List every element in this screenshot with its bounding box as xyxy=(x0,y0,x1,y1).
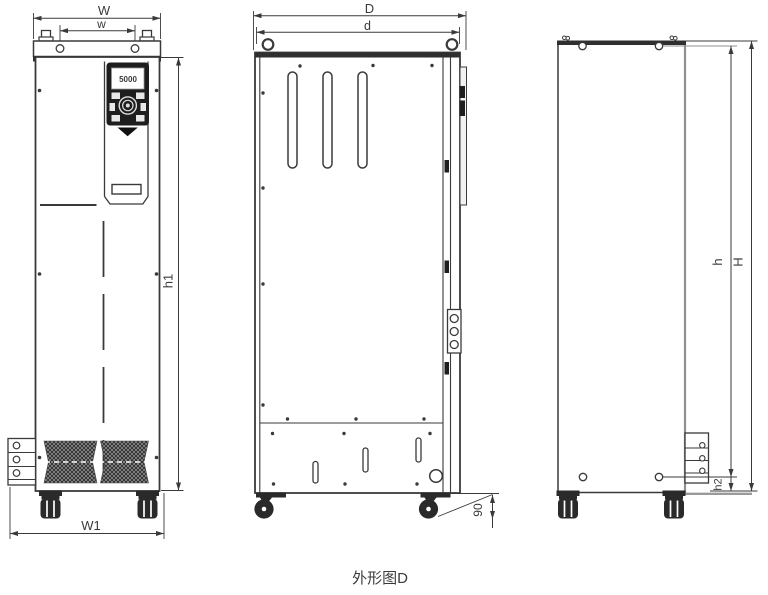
vent-grille xyxy=(43,440,149,484)
lifting-lug-left xyxy=(38,29,54,42)
top-plate xyxy=(32,40,162,58)
caster-side-view-right xyxy=(661,489,687,520)
mount-hole-left xyxy=(55,44,65,53)
dim-label-h: h xyxy=(710,258,725,265)
mount-hole-right xyxy=(130,44,140,53)
eye-bolt-right xyxy=(445,38,459,51)
strip-latch xyxy=(459,100,465,116)
side-view: h h2 H xyxy=(555,35,758,520)
dim-label-W1: W1 xyxy=(81,518,101,533)
dim-label-90: 90 xyxy=(471,503,485,517)
keypad-dial-ring xyxy=(122,99,134,112)
keypad-button xyxy=(136,115,145,122)
edge-strip xyxy=(459,66,467,206)
cable-hole xyxy=(428,468,444,484)
operator-keypad: 5000 xyxy=(106,62,149,126)
eye-bolt-left xyxy=(261,38,275,51)
dim-mount-width: w xyxy=(59,17,136,44)
keypad-dial-hub xyxy=(125,103,130,108)
dim-label-w: w xyxy=(96,17,106,31)
dim-label-H: H xyxy=(731,257,746,266)
top-band-side xyxy=(557,40,686,45)
keypad-display xyxy=(111,67,145,90)
keypad-button xyxy=(111,115,120,122)
dim-base-width: W1 xyxy=(9,487,165,539)
keypad-dial xyxy=(118,96,138,115)
vent-slots xyxy=(287,71,368,169)
keypad-button xyxy=(111,92,120,99)
hinge xyxy=(444,362,449,375)
terminal-bracket-front xyxy=(7,437,37,486)
keypad-button xyxy=(140,103,146,111)
bottom-panel-slots xyxy=(312,437,422,484)
panel-screws-front xyxy=(37,88,159,460)
cabinet-body-front xyxy=(34,56,161,492)
gland-bracket-back xyxy=(446,308,462,354)
hinge xyxy=(444,160,449,173)
lifting-lug-right xyxy=(139,29,155,42)
keypad-button xyxy=(109,103,115,111)
dim-depth: D xyxy=(253,1,467,50)
caster-side-left xyxy=(254,492,286,519)
caster-front-left xyxy=(38,489,63,520)
strip-latch xyxy=(459,86,465,98)
dim-top-width: W xyxy=(33,3,161,39)
hinge xyxy=(444,260,449,273)
triangle-marker-icon xyxy=(117,127,138,137)
dim-label-W: W xyxy=(98,3,111,18)
dim-body-height: h1 xyxy=(161,57,184,491)
terminal-bracket-side xyxy=(684,432,710,484)
lifting-lug-side xyxy=(562,35,678,41)
dim-label-d: d xyxy=(364,19,371,33)
nameplate-slot xyxy=(111,183,142,195)
side-holes xyxy=(578,41,664,482)
caster-side-right xyxy=(418,492,451,519)
back-view: D d xyxy=(253,1,499,528)
dim-caster-height: 90 xyxy=(437,493,499,528)
dim-label-h1: h1 xyxy=(161,274,176,288)
caster-front-right xyxy=(135,489,160,520)
panel-screws-back xyxy=(261,63,434,486)
front-view: W w xyxy=(7,3,184,539)
caster-side-view-left xyxy=(555,489,581,520)
dim-label-D: D xyxy=(365,1,374,16)
cabinet-body-side xyxy=(557,41,686,494)
dim-inner-depth: d xyxy=(256,19,460,44)
dim-total-height: H xyxy=(686,40,758,492)
dim-mount-height: h xyxy=(663,45,737,478)
keypad-button xyxy=(136,92,145,99)
dim-base-offset: h2 xyxy=(713,477,734,491)
top-band-back xyxy=(255,52,460,58)
dim-label-h2: h2 xyxy=(713,478,725,490)
display-readout: 5000 xyxy=(119,75,137,84)
drawing-caption: 外形图D xyxy=(352,570,408,587)
